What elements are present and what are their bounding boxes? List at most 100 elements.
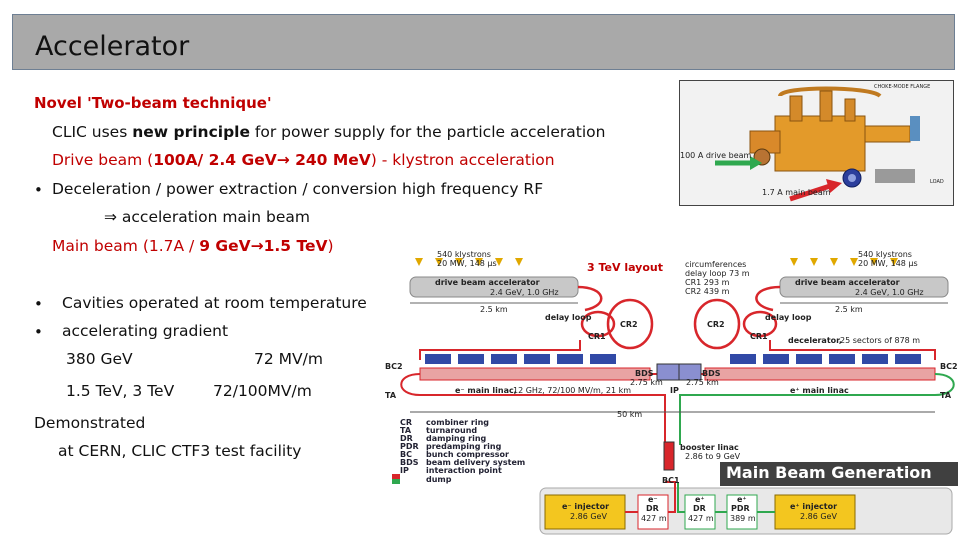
linac-left-sub: 12 GHz, 72/100 MV/m, 21 km <box>513 386 632 395</box>
legend-item: BDS <box>400 458 419 467</box>
decelerator-sub: 25 sectors of 878 m <box>840 336 921 345</box>
drive-beam-line: Drive beam (100A/ 2.4 GeV→ 240 MeV) - kl… <box>52 151 555 169</box>
legend-item: damping ring <box>426 434 487 443</box>
main-beam-line: Main beam (1.7A / 9 GeV→1.5 TeV) <box>52 237 334 255</box>
bds-left: BDS <box>635 369 654 378</box>
gradient-72: 72 MV/m <box>254 350 323 368</box>
choke-flange-label: CHOKE-MODE FLANGE <box>874 84 931 90</box>
bds-left-km: 2.75 km <box>630 378 663 387</box>
legend-item: DR <box>400 434 413 443</box>
decelerator-blocks-right <box>730 354 921 364</box>
klystron-icons-left <box>415 258 523 266</box>
ip-label: IP <box>670 386 679 395</box>
two-beam-module-photo: CHOKE-MODE FLANGE 100 A drive beam 1.7 A… <box>679 80 954 206</box>
legend-item: dump <box>426 475 452 484</box>
gradient-line: accelerating gradient <box>62 322 229 340</box>
bullet-dot: • <box>34 181 43 199</box>
drive-beam-label: 100 A drive beam <box>680 151 752 160</box>
bc1-label: BC1 <box>662 476 680 485</box>
novel-heading: Novel 'Two-beam technique' <box>34 94 272 112</box>
klystron-icons-right <box>790 258 898 266</box>
km-50: 50 km <box>617 410 643 419</box>
klystrons-left: 540 klystrons <box>437 250 491 259</box>
main-beam-label: 1.7 A main beam <box>762 188 831 197</box>
load-label: LOAD <box>930 179 944 185</box>
bds-right-km: 2.75 km <box>686 378 719 387</box>
energy-15-3: 1.5 TeV, 3 TeV <box>66 382 175 400</box>
dr-left-charge: e⁻ <box>648 495 658 504</box>
cr2-left: CR2 <box>620 320 638 329</box>
pdr-charge: e⁺ <box>737 495 747 504</box>
decelerator-blocks-left <box>425 354 616 364</box>
booster-label: booster linac <box>680 443 739 452</box>
dba-left-label: drive beam accelerator <box>435 278 540 287</box>
injector-right-sub: 2.86 GeV <box>800 512 837 521</box>
dr-right-name: DR <box>693 504 706 513</box>
legend-item: CR <box>400 418 413 427</box>
injector-left-sub: 2.86 GeV <box>570 512 607 521</box>
cr1-right: CR1 <box>750 332 768 341</box>
bullet-dot: • <box>34 323 43 341</box>
circumference-3: CR2 439 m <box>685 287 730 296</box>
layout-graphics <box>392 258 958 535</box>
bc2-left: BC2 <box>385 362 403 371</box>
dba-right-sub: 2.4 GeV, 1.0 GHz <box>855 288 924 297</box>
main-pre: Main beam (1.7A / <box>52 237 200 255</box>
ta-left: TA <box>385 391 397 400</box>
pdr-length: 389 m <box>730 514 756 523</box>
module-illustration <box>680 81 953 205</box>
main-post: ) <box>327 237 334 255</box>
clic-pre: CLIC uses <box>52 123 133 141</box>
gradient-72-100: 72/100MV/m <box>213 382 312 400</box>
legend-item: PDR <box>400 442 419 451</box>
injector-left: e⁻ injector <box>562 502 610 511</box>
cavities-line: Cavities operated at room temperature <box>62 294 367 312</box>
km-left: 2.5 km <box>480 305 508 314</box>
delay-loop-right: delay loop <box>765 313 812 322</box>
circumference-1: delay loop 73 m <box>685 269 750 278</box>
drive-pre: Drive beam ( <box>52 151 154 169</box>
main-beam-generation-label: Main Beam Generation <box>726 463 932 482</box>
cr1-left: CR1 <box>588 332 606 341</box>
drive-post: ) - klystron acceleration <box>370 151 555 169</box>
legend-item: BC <box>400 450 412 459</box>
pdr-name: PDR <box>731 504 750 513</box>
legend-item: turnaround <box>426 426 478 435</box>
demonstrated-line: Demonstrated <box>34 414 146 432</box>
legend-item: combiner ring <box>426 418 490 427</box>
legend-item: interaction point <box>426 466 502 475</box>
energy-380: 380 GeV <box>66 350 133 368</box>
klystrons-right-sub: 20 MW, 148 μs <box>858 259 918 268</box>
clic-layout-diagram: 3 TeV layout 540 klystrons 20 MW, 148 μs… <box>380 250 960 540</box>
decelerator-label: decelerator, <box>788 336 842 345</box>
ta-right: TA <box>940 391 952 400</box>
slide-title: Accelerator <box>35 31 190 62</box>
dr-left-length: 427 m <box>641 514 667 523</box>
legend-item: IP <box>400 466 409 475</box>
clic-bold: new principle <box>132 123 250 141</box>
injector-right: e⁺ injector <box>790 502 838 511</box>
dba-right-label: drive beam accelerator <box>795 278 900 287</box>
cern-line: at CERN, CLIC CTF3 test facility <box>58 442 302 460</box>
legend-item: beam delivery system <box>426 458 526 467</box>
bc2-right: BC2 <box>940 362 958 371</box>
cr2-right: CR2 <box>707 320 725 329</box>
deceleration-line: Deceleration / power extraction / conver… <box>52 180 544 198</box>
dr-right-charge: e⁺ <box>695 495 705 504</box>
booster-sub: 2.86 to 9 GeV <box>685 452 741 461</box>
drive-bold: 100A/ 2.4 GeV→ 240 MeV <box>153 151 371 169</box>
legend-item: TA <box>400 426 412 435</box>
dr-right-length: 427 m <box>688 514 714 523</box>
linac-left: e⁻ main linac, <box>455 386 517 395</box>
title-bar: Accelerator <box>12 14 955 70</box>
km-right: 2.5 km <box>835 305 863 314</box>
circumference-2: CR1 293 m <box>685 278 730 287</box>
linac-right: e⁺ main linac <box>790 386 849 395</box>
main-bold: 9 GeV→1.5 TeV <box>199 237 328 255</box>
layout-title: 3 TeV layout <box>587 261 664 274</box>
delay-loop-left: delay loop <box>545 313 592 322</box>
legend-item: bunch compressor <box>426 450 509 459</box>
bullet-dot: • <box>34 295 43 313</box>
clic-line: CLIC uses new principle for power supply… <box>52 123 605 141</box>
bds-right: BDS <box>702 369 721 378</box>
